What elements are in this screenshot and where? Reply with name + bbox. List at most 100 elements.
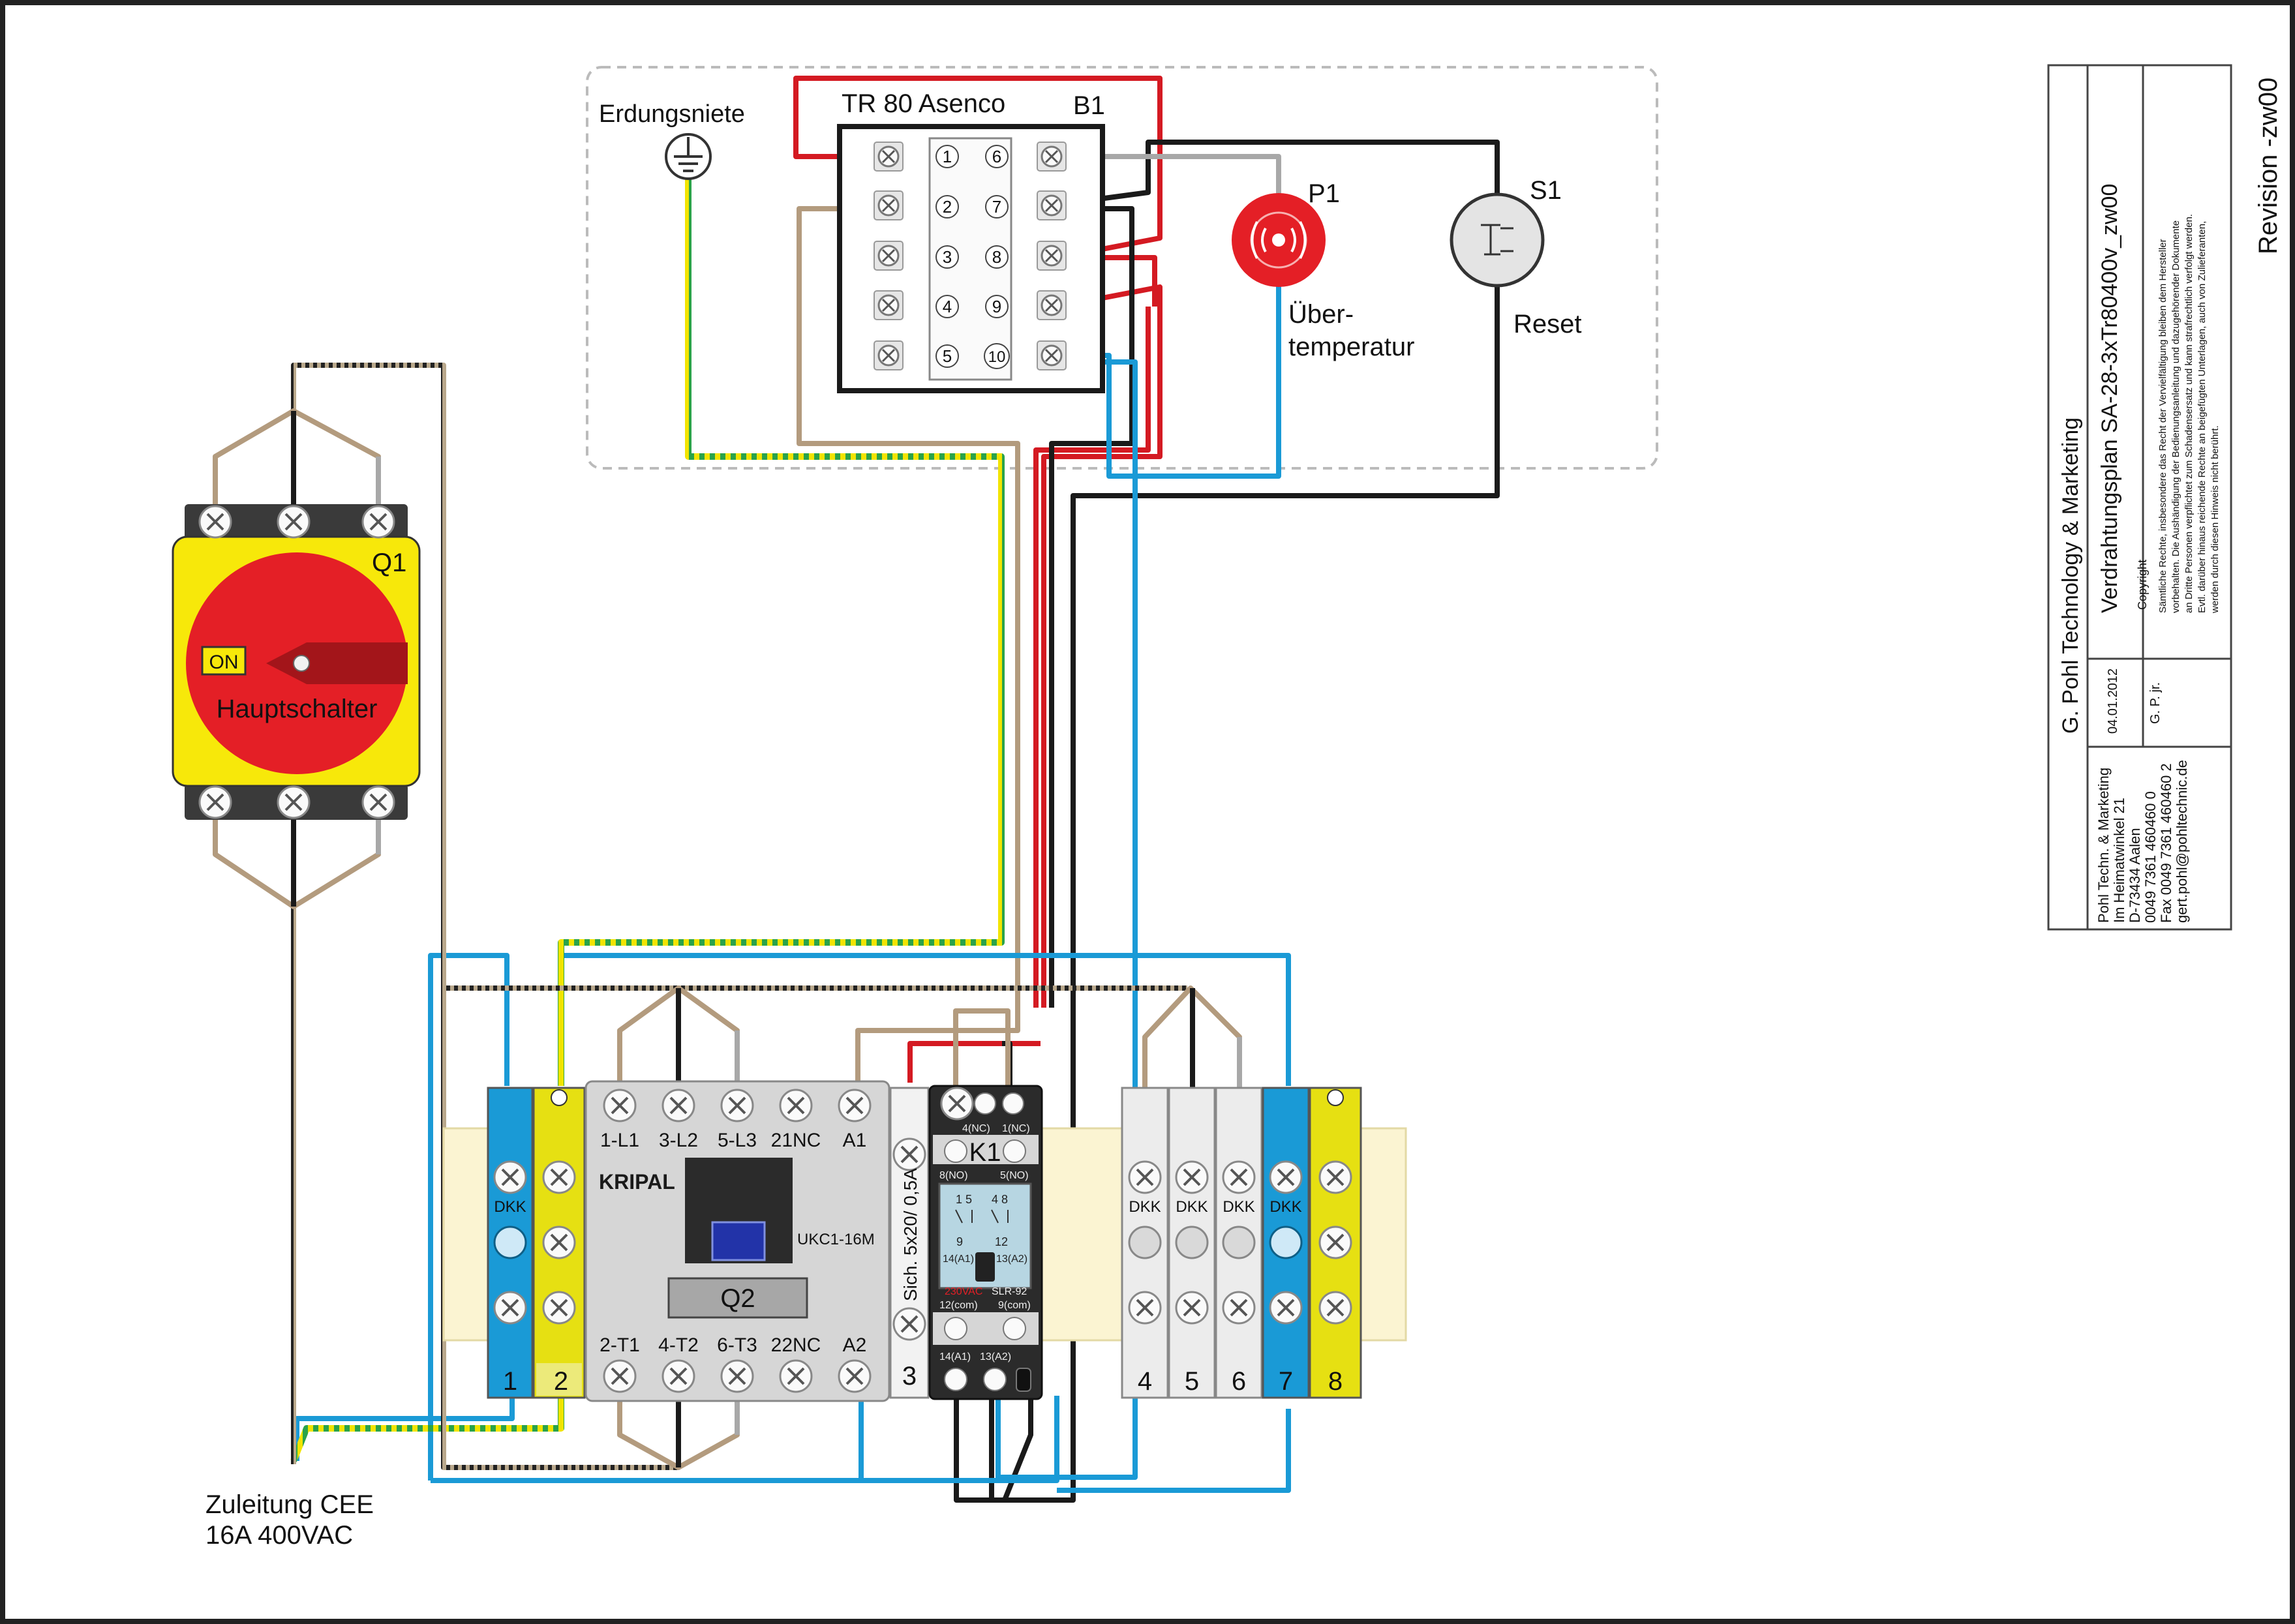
address-line-5: Fax 0049 7361 460460 2 xyxy=(2158,763,2174,923)
p1-label-1: Über- xyxy=(1288,300,1354,329)
q2-top-1: 1-L1 xyxy=(600,1130,639,1151)
k1-relay: 4(NC) 1(NC) K1 8(NO) 5(NO) 1 5 4 8 9 12 … xyxy=(928,1085,1043,1400)
q2-label-plate xyxy=(667,1277,808,1319)
q2-bottom-5: A2 xyxy=(843,1334,867,1356)
b1-ref: B1 xyxy=(1073,91,1105,120)
k1-contact-3: 9 xyxy=(956,1235,963,1248)
fuse-label: Sich. 5x20/ 0,5A xyxy=(900,1168,920,1301)
terminal-8-number: 8 xyxy=(1328,1367,1343,1396)
terminal-block-8: 8 xyxy=(1309,1087,1362,1399)
q2-indicator xyxy=(711,1221,766,1261)
terminal-block-4: DKK 4 xyxy=(1121,1087,1169,1399)
sensor-enclosure xyxy=(586,66,1658,470)
q2-bottom-3: 6-T3 xyxy=(717,1334,757,1356)
fuse-terminal-3: Sich. 5x20/ 0,5A 3 xyxy=(889,1087,930,1399)
b1-thermostat: TR 80 Asenco B1 1 2 3 4 5 6 7 xyxy=(837,89,1105,393)
terminal-block-6: DKK 6 xyxy=(1215,1087,1263,1399)
s1-label: Reset xyxy=(1513,310,1582,338)
b1-terminal-10: 10 xyxy=(988,348,1006,366)
k1-contact-4: 12 xyxy=(995,1235,1008,1248)
terminal-block-1: DKK 1 xyxy=(487,1087,534,1399)
terminal-7-dkk: DKK xyxy=(1269,1198,1301,1216)
p1-label-2: temperatur xyxy=(1288,333,1414,361)
terminal-block-7: DKK 7 xyxy=(1262,1087,1310,1399)
p1-alarm: P1 Über- temperatur xyxy=(1232,179,1414,361)
terminal-1-dkk: DKK xyxy=(494,1198,526,1216)
k1-bot-2: 13(A2) xyxy=(980,1351,1011,1362)
b1-terminal-6: 6 xyxy=(992,147,1001,166)
k1-no-2: 5(NO) xyxy=(1000,1170,1029,1181)
k1-a2: 13(A2) xyxy=(996,1254,1027,1265)
k1-com-1: 12(com) xyxy=(939,1300,978,1311)
q2-bottom-1: 2-T1 xyxy=(600,1334,640,1356)
k1-top-2: 1(NC) xyxy=(1002,1123,1030,1134)
address-line-3: D-73434 Aalen xyxy=(2127,828,2143,923)
terminal-block-2: 2 xyxy=(532,1087,586,1399)
address-line-1: Pohl Techn. & Marketing xyxy=(2095,768,2112,923)
k1-voltage: 230VAC xyxy=(945,1286,982,1297)
title-plan: Verdrahtungsplan SA-28-3xTr80400v_zw00 xyxy=(2097,184,2122,613)
terminal-1-number: 1 xyxy=(503,1367,517,1396)
q2-model: UKC1-16M xyxy=(797,1231,875,1248)
s1-reset: S1 Reset xyxy=(1450,176,1582,338)
title-block: G. Pohl Technology & Marketing Verdrahtu… xyxy=(2047,64,2283,931)
q2-contactor: 1-L1 3-L2 5-L3 21NC A1 2-T1 4-T2 6-T3 22… xyxy=(585,1080,890,1402)
title-author: G. P. jr. xyxy=(2148,682,2163,724)
terminal-6-dkk: DKK xyxy=(1223,1198,1254,1216)
q1-handle xyxy=(266,642,408,684)
terminal-7-number: 7 xyxy=(1279,1367,1293,1396)
title-company: G. Pohl Technology & Marketing xyxy=(2058,417,2083,734)
q2-ref: Q2 xyxy=(720,1284,755,1313)
k1-com-2: 9(com) xyxy=(998,1300,1031,1311)
terminal-5-dkk: DKK xyxy=(1176,1198,1208,1216)
p1-ref: P1 xyxy=(1308,179,1340,208)
supply-label: Zuleitung CEE 16A 400VAC xyxy=(205,1490,374,1550)
k1-top-1: 4(NC) xyxy=(962,1123,990,1134)
q1-label: Hauptschalter xyxy=(217,695,378,723)
terminal-6-number: 6 xyxy=(1232,1367,1246,1396)
b1-terminal-1: 1 xyxy=(943,147,952,166)
terminal-4-dkk: DKK xyxy=(1129,1198,1161,1216)
q2-brand: KRIPAL xyxy=(599,1170,675,1194)
q1-on-label: ON xyxy=(209,652,239,673)
b1-terminal-numbers: 1 2 3 4 5 6 7 8 9 10 xyxy=(935,145,1010,369)
b1-terminal-4: 4 xyxy=(943,297,952,316)
b1-terminal-8: 8 xyxy=(992,247,1001,267)
k1-a1: 14(A1) xyxy=(943,1254,974,1265)
terminal-8-ground-icon xyxy=(1327,1089,1344,1106)
address-line-4: 0049 7361 460460 0 xyxy=(2142,791,2159,923)
k1-ref: K1 xyxy=(969,1138,1001,1167)
k1-contact-2: 4 8 xyxy=(992,1193,1008,1206)
ground-rivet: Erdungsniete xyxy=(599,100,745,180)
q2-bottom-4: 22NC xyxy=(771,1334,821,1356)
fuse-number: 3 xyxy=(902,1362,917,1391)
b1-terminal-2: 2 xyxy=(943,197,952,217)
b1-terminal-3: 3 xyxy=(943,247,952,267)
copyright-line-5: werden durch diesen Hinweis nicht berühr… xyxy=(2210,425,2221,614)
b1-title: TR 80 Asenco xyxy=(842,89,1005,118)
k1-bot-1: 14(A1) xyxy=(939,1351,971,1362)
revision: Revision -zw00 xyxy=(2254,78,2283,254)
b1-terminal-9: 9 xyxy=(992,297,1001,316)
terminal-2-number: 2 xyxy=(554,1367,568,1396)
copyright-line-4: Evtl. darüber hinaus reichende Rechte an… xyxy=(2196,221,2208,613)
address-line-2: Im Heimatwinkel 21 xyxy=(2111,798,2127,923)
q1-main-switch: ON Q1 Hauptschalter xyxy=(172,504,421,820)
q1-on-badge xyxy=(201,646,247,676)
q1-ref: Q1 xyxy=(372,549,406,577)
s1-ref: S1 xyxy=(1530,176,1562,205)
copyright-line-2: vorbehalten. Die Aushändigung der Bedien… xyxy=(2170,220,2181,613)
address-line-6: gert.pohl@pohltechnic.de xyxy=(2174,760,2190,923)
terminal-5-number: 5 xyxy=(1185,1367,1199,1396)
copyright-title: Copyright xyxy=(2136,560,2149,610)
k1-no-1: 8(NO) xyxy=(939,1170,968,1181)
terminal-2-ground-icon xyxy=(551,1089,568,1106)
b1-terminal-7: 7 xyxy=(992,197,1001,217)
k1-model: SLR-92 xyxy=(992,1286,1027,1297)
k1-contact-1: 1 5 xyxy=(956,1193,972,1206)
q2-top-4: 21NC xyxy=(771,1130,821,1151)
supply-line-1: Zuleitung CEE xyxy=(205,1490,374,1519)
b1-terminal-5: 5 xyxy=(943,346,952,366)
